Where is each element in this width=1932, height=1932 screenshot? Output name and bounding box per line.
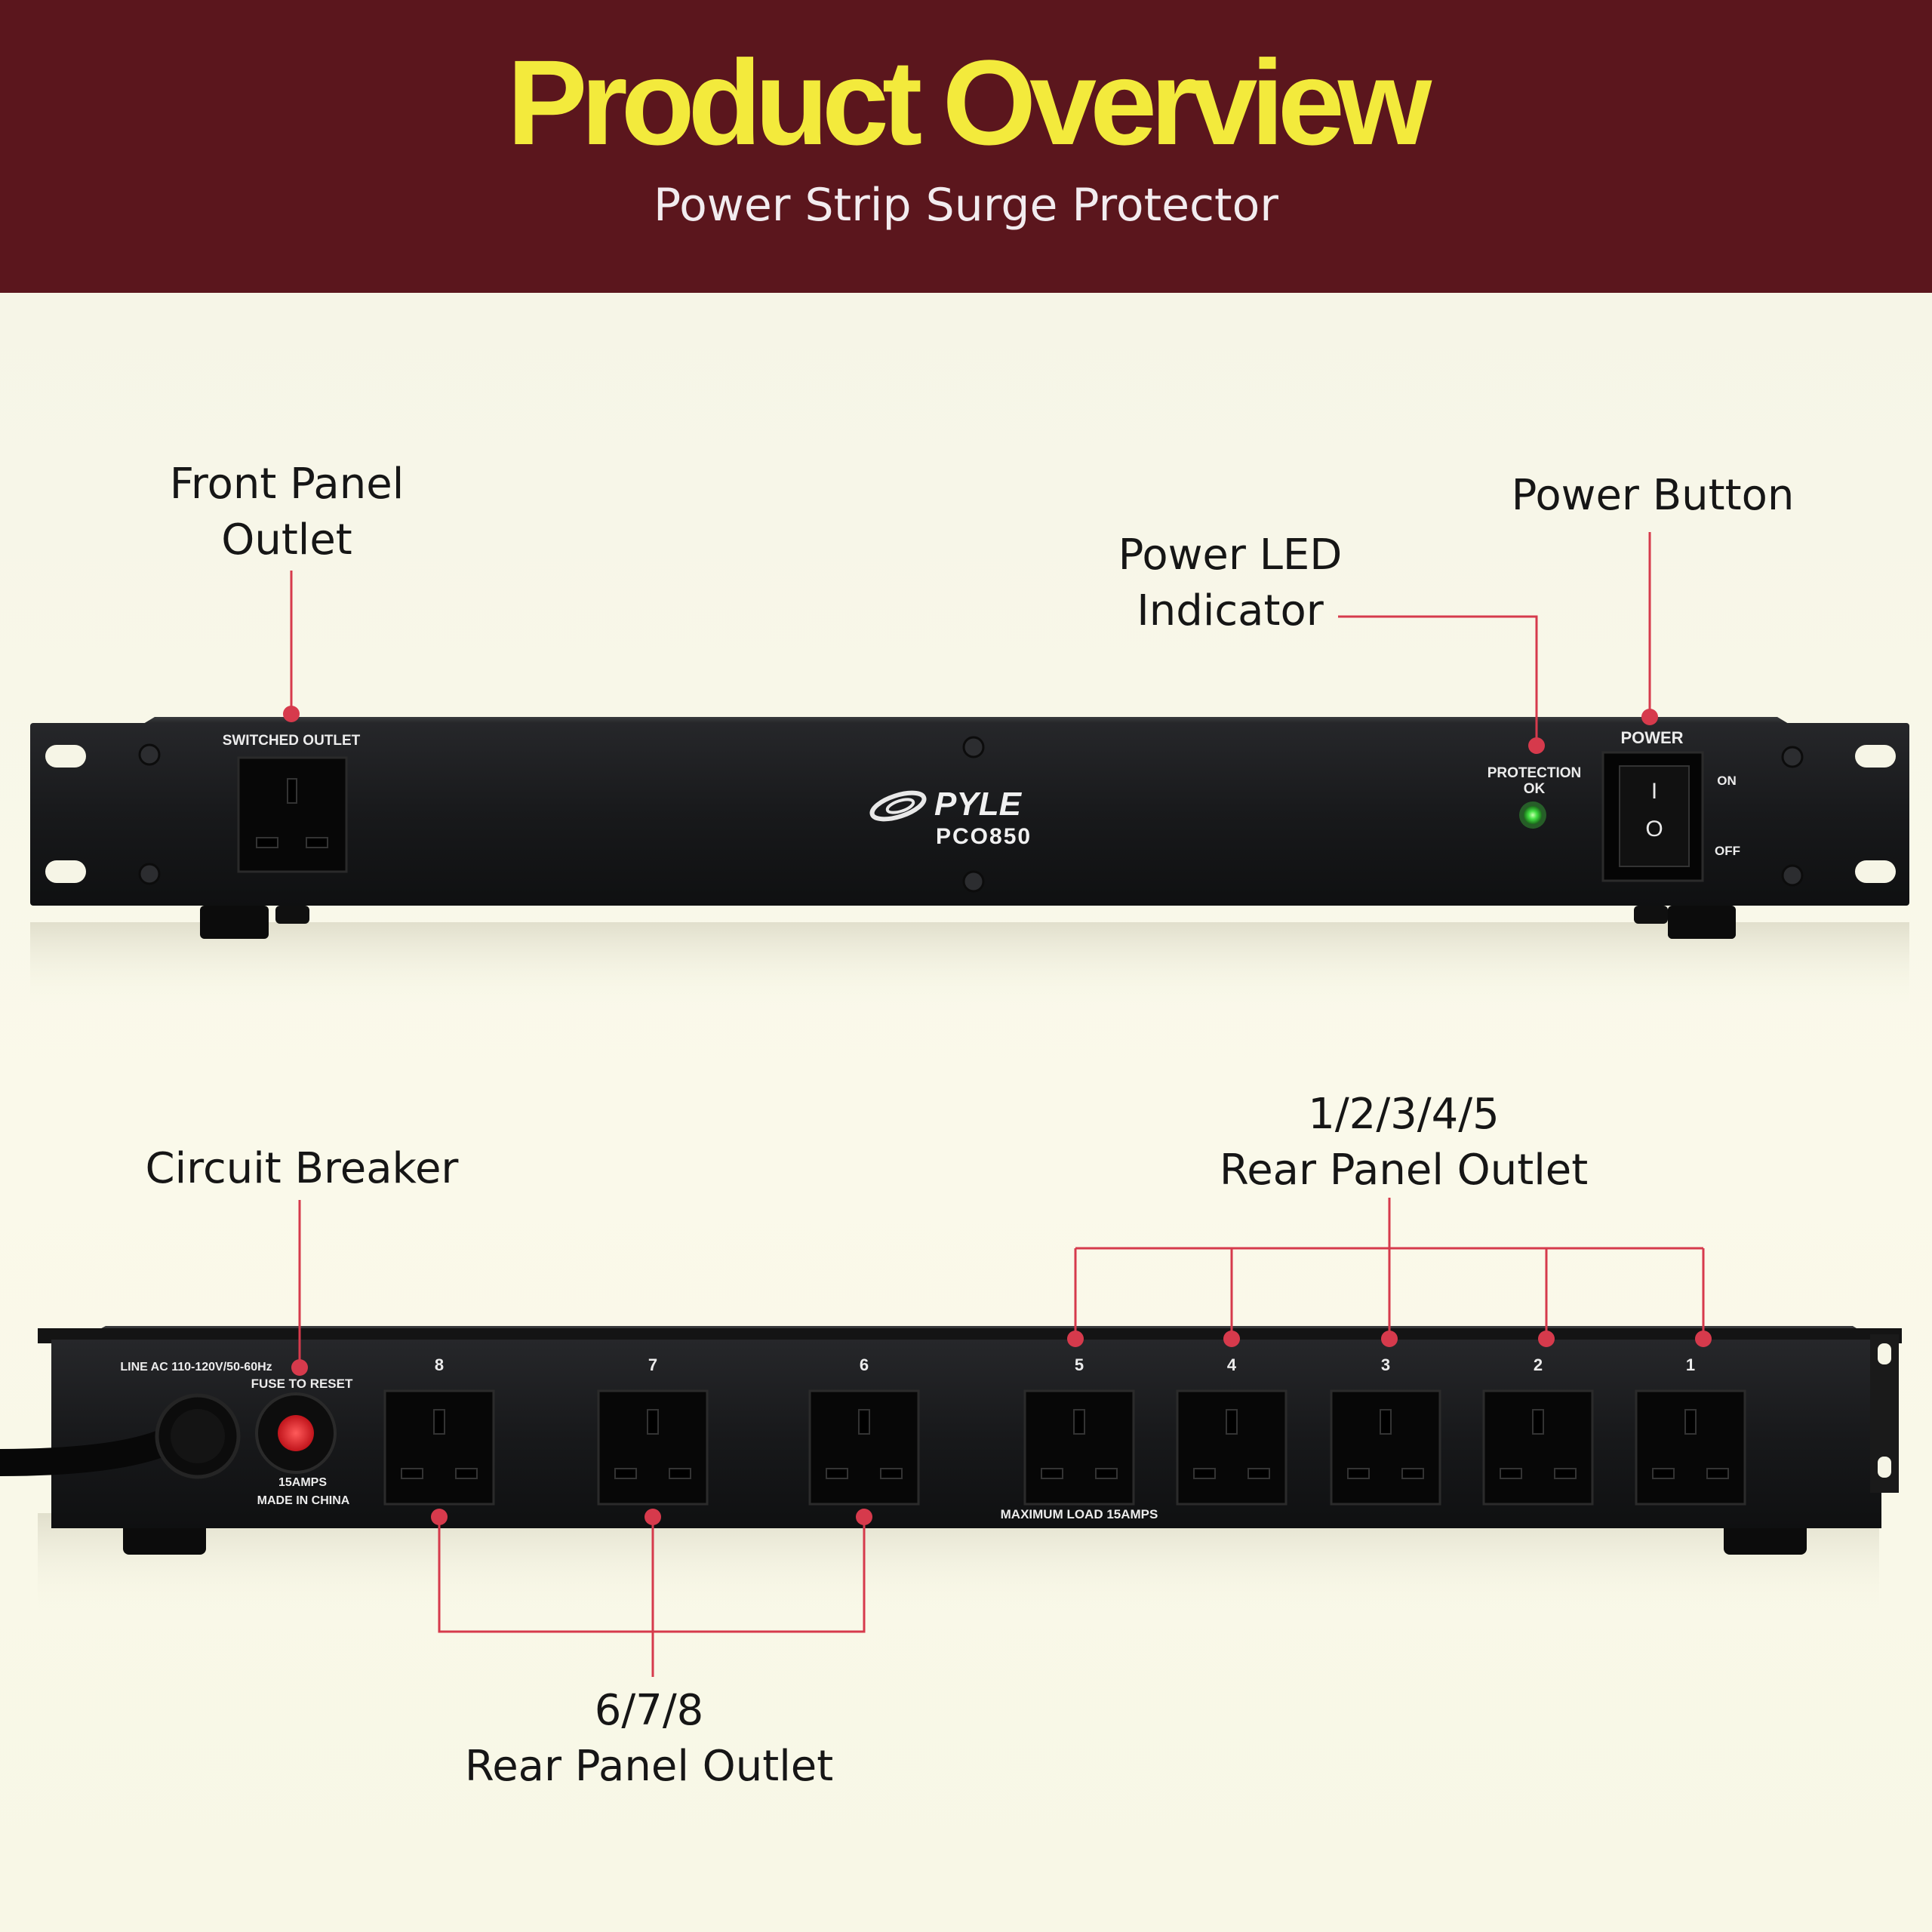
rear-outlet-number: 3: [1381, 1355, 1390, 1374]
product-background: [0, 293, 1932, 1932]
amps-label: 15AMPS: [278, 1476, 327, 1489]
power-label: POWER: [1620, 728, 1683, 747]
rear-outlet-number: 5: [1075, 1355, 1084, 1374]
protection-label-line2: OK: [1524, 781, 1546, 797]
callout-rear-6-8-line2: Rear Panel Outlet: [464, 1742, 834, 1791]
rear-outlet-2: 2: [1482, 1355, 1594, 1506]
rear-outlet-1: 1: [1635, 1355, 1746, 1506]
protection-label-line1: PROTECTION: [1487, 765, 1582, 781]
rack-slot-front-br: [1855, 860, 1896, 883]
callout-power-led: Power LED Indicator: [1079, 528, 1381, 639]
front-foot-right-rear: [1634, 906, 1668, 924]
callout-front-outlet-line1: Front Panel: [169, 460, 405, 509]
front-panel: SWITCHED OUTLET PYLE PCO850 PROTECTION O…: [30, 717, 1909, 1005]
brand-name: PYLE: [934, 786, 1023, 823]
rack-slot-front-tl: [45, 745, 86, 768]
max-load-label: MAXIMUM LOAD 15AMPS: [1001, 1507, 1158, 1521]
callout-power-led-line2: Indicator: [1137, 586, 1324, 635]
callout-rear-outlets-1-5: 1/2/3/4/5 Rear Panel Outlet: [1170, 1087, 1638, 1198]
front-panel-reflection: [30, 922, 1909, 1005]
power-cord: [0, 1393, 241, 1479]
front-switched-outlet: [237, 756, 348, 873]
rear-outlets: 8 7 6 5 4 3 2 1: [383, 1355, 1746, 1506]
callout-rear-1-5-line1: 1/2/3/4/5: [1308, 1090, 1500, 1139]
callout-lines: [290, 532, 1705, 1677]
header-banner: [0, 0, 1932, 293]
callout-front-outlet-line2: Outlet: [221, 515, 352, 565]
callout-rear-1-5-line2: Rear Panel Outlet: [1219, 1146, 1589, 1195]
rear-outlet-number: 1: [1686, 1355, 1695, 1374]
line-power-led: [1338, 615, 1538, 746]
rear-outlet-4: 4: [1176, 1355, 1287, 1506]
callout-rear-outlets-6-8: 6/7/8 Rear Panel Outlet: [423, 1683, 875, 1795]
rear-outlet-8: 8: [383, 1355, 495, 1506]
callout-rear-6-8-line1: 6/7/8: [594, 1686, 704, 1735]
rear-outlet-5: 5: [1023, 1355, 1135, 1506]
callout-circuit-breaker: Circuit Breaker: [145, 1144, 459, 1193]
pyle-logo: PYLE PCO850: [869, 786, 1032, 849]
rear-outlet-number: 8: [435, 1355, 444, 1374]
switch-off-mark: O: [1645, 817, 1663, 841]
power-switch[interactable]: I O: [1601, 751, 1704, 882]
made-in-label: MADE IN CHINA: [257, 1494, 350, 1507]
rear-outlet-3: 3: [1330, 1355, 1441, 1506]
switched-outlet-label: SWITCHED OUTLET: [223, 733, 361, 749]
rear-outlet-number: 7: [648, 1355, 657, 1374]
rear-outlet-number: 4: [1227, 1355, 1237, 1374]
rear-outlet-number: 6: [860, 1355, 869, 1374]
model-number: PCO850: [936, 824, 1032, 849]
front-foot-left-rear: [275, 906, 309, 924]
power-led-icon: [1524, 806, 1542, 824]
rear-panel: LINE AC 110-120V/50-60Hz FUSE TO RESET 1…: [0, 1326, 1902, 1611]
callout-dots: [283, 706, 1712, 1525]
page-subtitle: Power Strip Surge Protector: [654, 179, 1278, 232]
rack-slot-front-bl: [45, 860, 86, 883]
rear-panel-reflection: [38, 1513, 1879, 1611]
line-rear-1-5-drops: [1074, 1248, 1705, 1339]
rack-slot-front-tr: [1855, 745, 1896, 768]
circuit-breaker[interactable]: [255, 1392, 337, 1474]
off-label: OFF: [1715, 844, 1740, 858]
line-rear-6-8: [438, 1517, 866, 1677]
line-ac-label: LINE AC 110-120V/50-60Hz: [120, 1361, 272, 1374]
fuse-reset-label: FUSE TO RESET: [251, 1377, 353, 1391]
rear-outlet-number: 2: [1534, 1355, 1543, 1374]
reset-button-icon: [278, 1415, 314, 1451]
callout-front-panel-outlet: Front Panel Outlet: [136, 457, 438, 568]
callout-power-button: Power Button: [1511, 471, 1795, 520]
pyle-swirl-icon: [869, 790, 927, 822]
rear-outlet-7: 7: [597, 1355, 709, 1506]
front-screws: [138, 736, 1804, 893]
switch-on-mark: I: [1651, 779, 1657, 804]
page-title: Product Overview: [506, 35, 1432, 170]
on-label: ON: [1717, 774, 1737, 788]
callout-power-led-line1: Power LED: [1118, 531, 1343, 580]
front-faceplate: [30, 723, 1909, 906]
rear-outlet-6: 6: [808, 1355, 920, 1506]
